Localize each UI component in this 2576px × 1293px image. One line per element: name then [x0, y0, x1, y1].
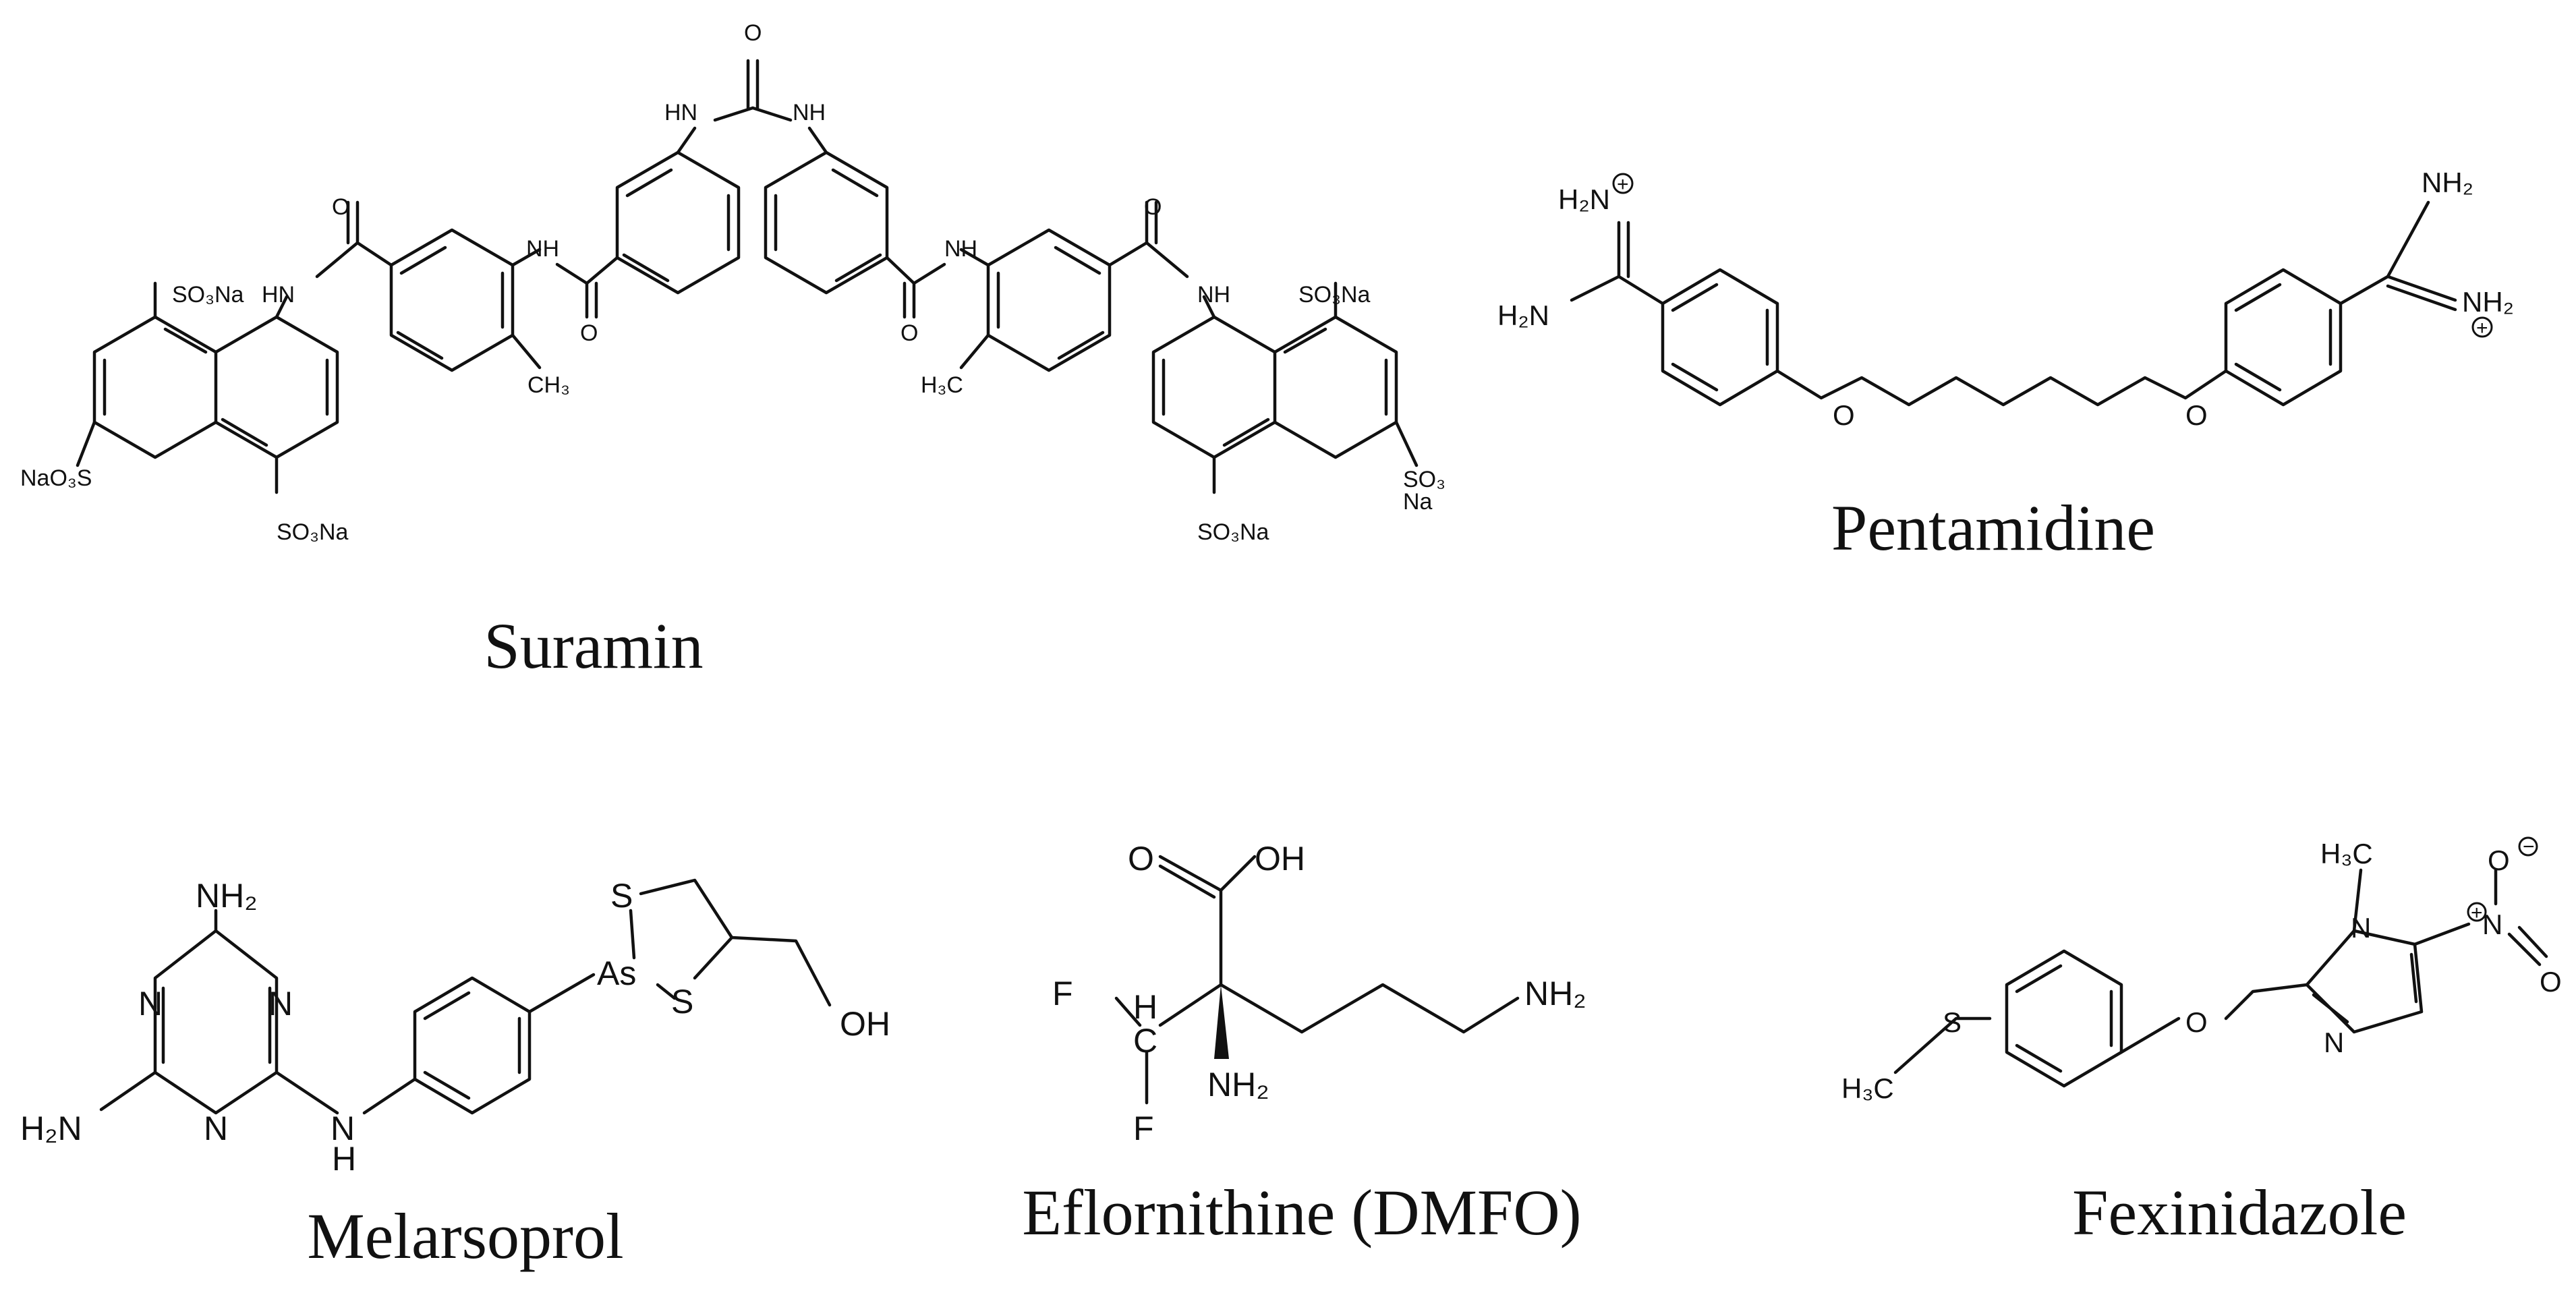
- suramin-label-nh-2: NH: [526, 236, 559, 262]
- melarsoprol-label-h: H: [332, 1140, 356, 1178]
- fexinidazole-atom-labels: H₃C N N N + O − O O S H₃C: [1841, 836, 2562, 1104]
- molecule-suramin: SO₃Na HN NaO₃S SO₃Na O NH CH₃ O HN O NH …: [20, 20, 1446, 682]
- fexinidazole-charge-minus: −: [2523, 836, 2535, 858]
- pentamidine-charge-plus-1: +: [1617, 173, 1629, 196]
- melarsoprol-label-nh: N: [331, 1110, 355, 1147]
- suramin-label-hn-1: HN: [262, 282, 295, 308]
- fexinidazole-charge-plus: +: [2471, 902, 2483, 924]
- suramin-label-o-2: O: [580, 320, 598, 346]
- melarsoprol-label-nh2-top: NH₂: [196, 877, 258, 915]
- molecule-pentamidine: H₂N + H₂N O O NH₂ NH₂ + Pentamidine: [1497, 167, 2514, 564]
- pentamidine-label-nh2-b: NH₂: [2462, 286, 2514, 318]
- eflornithine-label-o: O: [1128, 840, 1154, 878]
- eflornithine-label-nh2-side: NH₂: [1524, 975, 1586, 1012]
- melarsoprol-label-n1: N: [268, 985, 293, 1023]
- fexinidazole-label-h3c-top: H₃C: [2320, 838, 2373, 869]
- pentamidine-charge-circle-1: [1612, 173, 1634, 194]
- eflornithine-label-f2: F: [1133, 1110, 1154, 1147]
- eflornithine-label-f1: F: [1052, 975, 1073, 1012]
- molecule-melarsoprol: NH₂ N N N H₂N N H As S S OH Melarsoprol: [20, 877, 890, 1272]
- pentamidine-label-o-1: O: [1833, 399, 1855, 431]
- suramin-name: Suramin: [484, 610, 703, 682]
- fexinidazole-bonds: [1893, 868, 2548, 1088]
- suramin-label-hn-3: HN: [664, 100, 697, 125]
- suramin-label-so3na-4: SO₃Na: [1197, 519, 1269, 545]
- fexinidazole-label-n-ring: N: [2351, 912, 2371, 944]
- suramin-label-so3na-3: SO₃Na: [1298, 282, 1371, 308]
- suramin-label-na: Na: [1403, 489, 1433, 515]
- melarsoprol-label-as: As: [597, 954, 636, 992]
- melarsoprol-label-s2: S: [671, 983, 693, 1021]
- suramin-label-nao3s: NaO₃S: [20, 465, 92, 491]
- suramin-label-so3: SO₃: [1403, 467, 1446, 492]
- fexinidazole-label-s: S: [1943, 1006, 1962, 1038]
- pentamidine-atom-labels: H₂N + H₂N O O NH₂ NH₂ +: [1497, 167, 2514, 431]
- fexinidazole-label-o2: O: [2540, 966, 2562, 998]
- pentamidine-label-o-2: O: [2185, 399, 2208, 431]
- suramin-label-ch3-1: CH₃: [527, 372, 570, 398]
- suramin-label-nh-5: NH: [944, 236, 977, 262]
- melarsoprol-atom-labels: NH₂ N N N H₂N N H As S S OH: [20, 877, 890, 1178]
- eflornithine-name: Eflornithine (DMFO): [1022, 1176, 1581, 1248]
- pentamidine-charge-circle-2: [2471, 316, 2493, 338]
- eflornithine-wedge-bond: [1214, 985, 1229, 1059]
- suramin-label-o-4: O: [900, 320, 918, 346]
- melarsoprol-name: Melarsoprol: [307, 1200, 623, 1272]
- pentamidine-name: Pentamidine: [1831, 492, 2155, 564]
- melarsoprol-label-n2: N: [138, 985, 163, 1023]
- pentamidine-label-h2n-plus: H₂N: [1558, 183, 1610, 215]
- suramin-atom-labels: SO₃Na HN NaO₃S SO₃Na O NH CH₃ O HN O NH …: [20, 20, 1446, 545]
- fexinidazole-label-n-ring2: N: [2324, 1027, 2344, 1058]
- suramin-label-h3c-2: H₃C: [921, 372, 963, 398]
- suramin-bonds: [76, 59, 1419, 494]
- suramin-label-so3na-1: SO₃Na: [172, 282, 244, 308]
- melarsoprol-label-oh: OH: [840, 1005, 890, 1043]
- fexinidazole-name: Fexinidazole: [2072, 1176, 2407, 1248]
- suramin-label-o-3: O: [744, 20, 762, 46]
- eflornithine-bonds: [1114, 855, 1520, 1105]
- fexinidazole-charge-circle-minus: [2518, 836, 2538, 857]
- pentamidine-label-h2n: H₂N: [1497, 299, 1549, 331]
- pentamidine-charge-plus-2: +: [2476, 317, 2488, 339]
- molecule-eflornithine: O OH F H C F NH₂ NH₂ Eflornithine (DMFO): [1022, 840, 1586, 1248]
- eflornithine-label-nh2-alpha: NH₂: [1207, 1066, 1269, 1103]
- fexinidazole-charge-circle-plus: [2467, 902, 2487, 922]
- eflornithine-atom-labels: O OH F H C F NH₂ NH₂: [1052, 840, 1586, 1147]
- molecule-fexinidazole: H₃C N N N + O − O O S H₃C Fexinidazole: [1841, 836, 2562, 1248]
- melarsoprol-bonds: [99, 878, 832, 1115]
- pentamidine-label-nh2-a: NH₂: [2422, 167, 2473, 198]
- suramin-label-o-1: O: [332, 194, 349, 220]
- eflornithine-label-c: C: [1133, 1022, 1157, 1060]
- melarsoprol-label-s1: S: [610, 877, 633, 915]
- suramin-label-o-5: O: [1144, 194, 1162, 220]
- eflornithine-label-oh: OH: [1255, 840, 1305, 878]
- melarsoprol-label-h2n: H₂N: [20, 1110, 82, 1147]
- suramin-label-nh-4: NH: [793, 100, 826, 125]
- suramin-label-nh-6: NH: [1197, 282, 1230, 308]
- fexinidazole-label-o-ether: O: [2185, 1006, 2208, 1038]
- melarsoprol-label-n3: N: [204, 1110, 228, 1147]
- eflornithine-label-h: H: [1133, 988, 1157, 1026]
- fexinidazole-label-h3c-s: H₃C: [1841, 1072, 1894, 1104]
- pentamidine-bonds: [1570, 200, 2457, 407]
- fexinidazole-label-o1: O: [2488, 844, 2510, 876]
- suramin-label-so3na-2: SO₃Na: [277, 519, 349, 545]
